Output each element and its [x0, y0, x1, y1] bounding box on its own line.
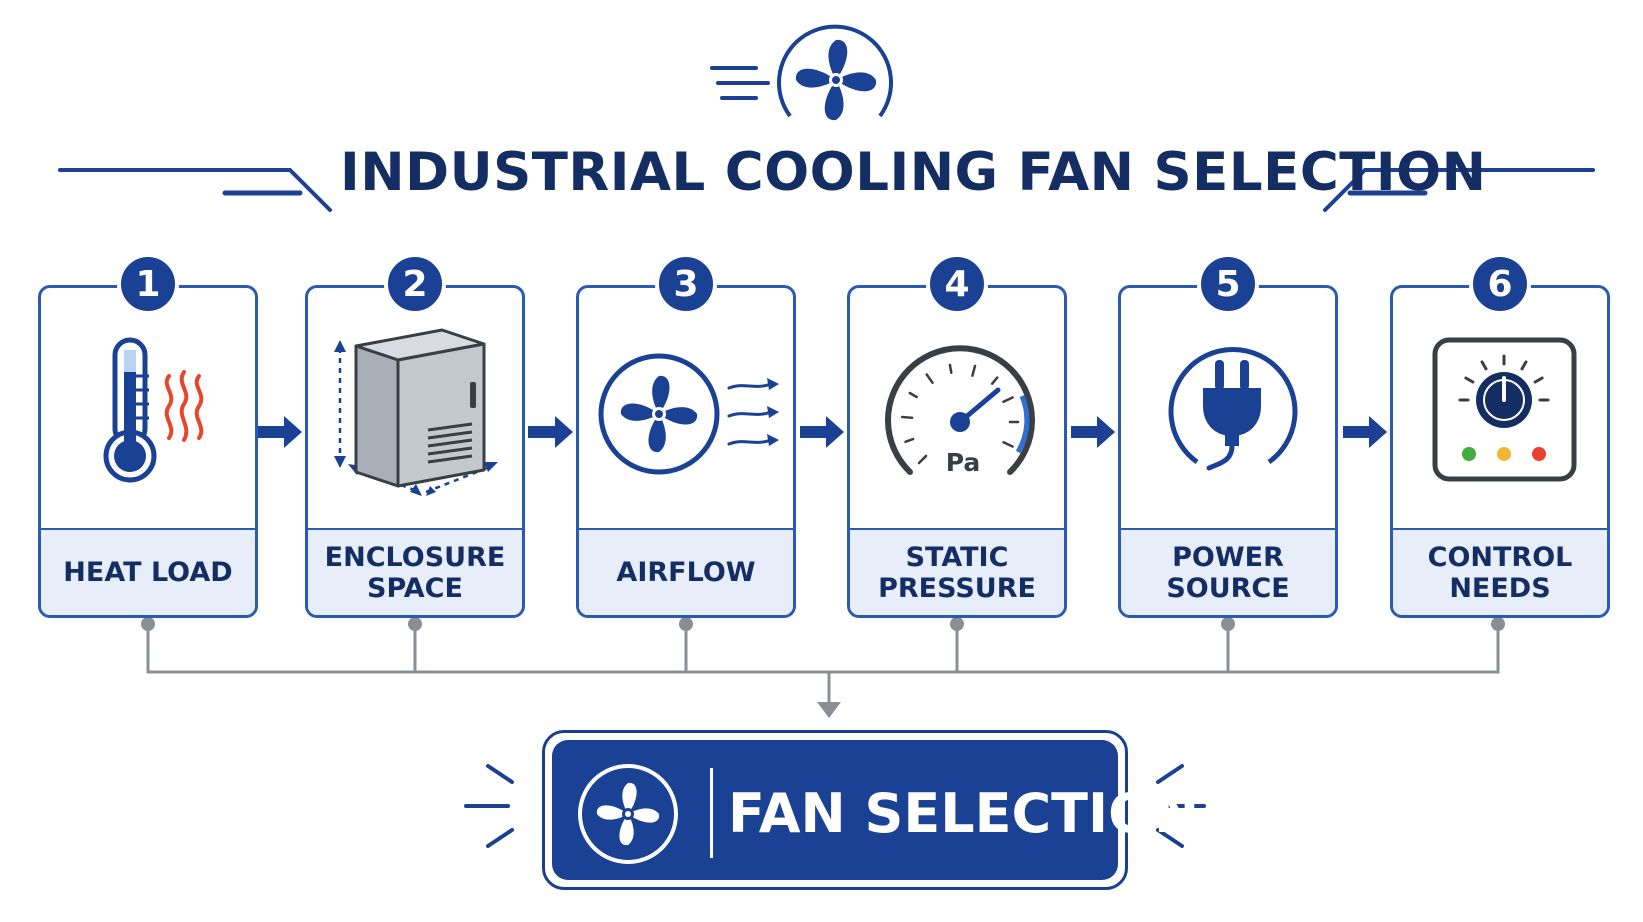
- step-card-enclosure-space: ENCLOSURE SPACE: [305, 285, 525, 618]
- step-label: STATIC PRESSURE: [850, 528, 1064, 615]
- connector-dots: [141, 617, 1505, 631]
- step-arrows: [258, 416, 1387, 448]
- result-burst-left: [464, 764, 514, 848]
- step-number-badge: 2: [384, 253, 446, 315]
- step-number-badge: 4: [926, 253, 988, 315]
- step-label: HEAT LOAD: [41, 528, 255, 615]
- header-decor-right: [1323, 168, 1595, 212]
- step-number-badge: 6: [1469, 253, 1531, 315]
- step-card-heat-load: HEAT LOAD: [38, 285, 258, 618]
- step-label: ENCLOSURE SPACE: [308, 528, 522, 615]
- step-card-power-source: POWER SOURCE: [1118, 285, 1338, 618]
- result-label: FAN SELECTION: [728, 781, 1200, 845]
- step-card-control-needs: CONTROL NEEDS: [1390, 285, 1610, 618]
- step-number-badge: 1: [117, 253, 179, 315]
- step-label: CONTROL NEEDS: [1393, 528, 1607, 615]
- enclosure-cabinet-icon: [334, 328, 498, 496]
- header-decor-left: [58, 168, 332, 212]
- step-card-airflow: AIRFLOW: [576, 285, 796, 618]
- step-number-badge: 3: [655, 253, 717, 315]
- gauge-unit-label: Pa: [945, 448, 981, 477]
- arrow-3-4: [800, 416, 844, 448]
- thermometer-icon: [103, 337, 204, 483]
- power-plug-icon: [1168, 347, 1298, 471]
- header-fan-icon: [777, 24, 893, 121]
- page-title: INDUSTRIAL COOLING FAN SELECTION: [340, 142, 1487, 203]
- step-number-badge: 5: [1197, 253, 1259, 315]
- arrow-5-6: [1343, 416, 1387, 448]
- step-label: POWER SOURCE: [1121, 528, 1335, 615]
- fan-selection-panel: FAN SELECTION: [552, 740, 1199, 880]
- result-burst-right: [1156, 764, 1206, 848]
- step-label: AIRFLOW: [579, 528, 793, 615]
- pressure-gauge-icon: [885, 345, 1035, 475]
- arrow-4-5: [1071, 416, 1115, 448]
- arrow-1-2: [258, 416, 302, 448]
- step-card-static-pressure: Pa STATIC PRESSURE: [847, 285, 1067, 618]
- control-panel-icon: [1432, 337, 1577, 482]
- speed-lines: [710, 66, 770, 100]
- connector-arrowhead: [817, 702, 841, 718]
- fan-icon: [578, 764, 678, 864]
- result-divider: [710, 768, 713, 858]
- arrow-2-3: [528, 416, 573, 448]
- fan-airflow-icon: [598, 353, 779, 475]
- fan-selection-result: FAN SELECTION: [542, 730, 1199, 890]
- connector-bus: [146, 624, 1500, 702]
